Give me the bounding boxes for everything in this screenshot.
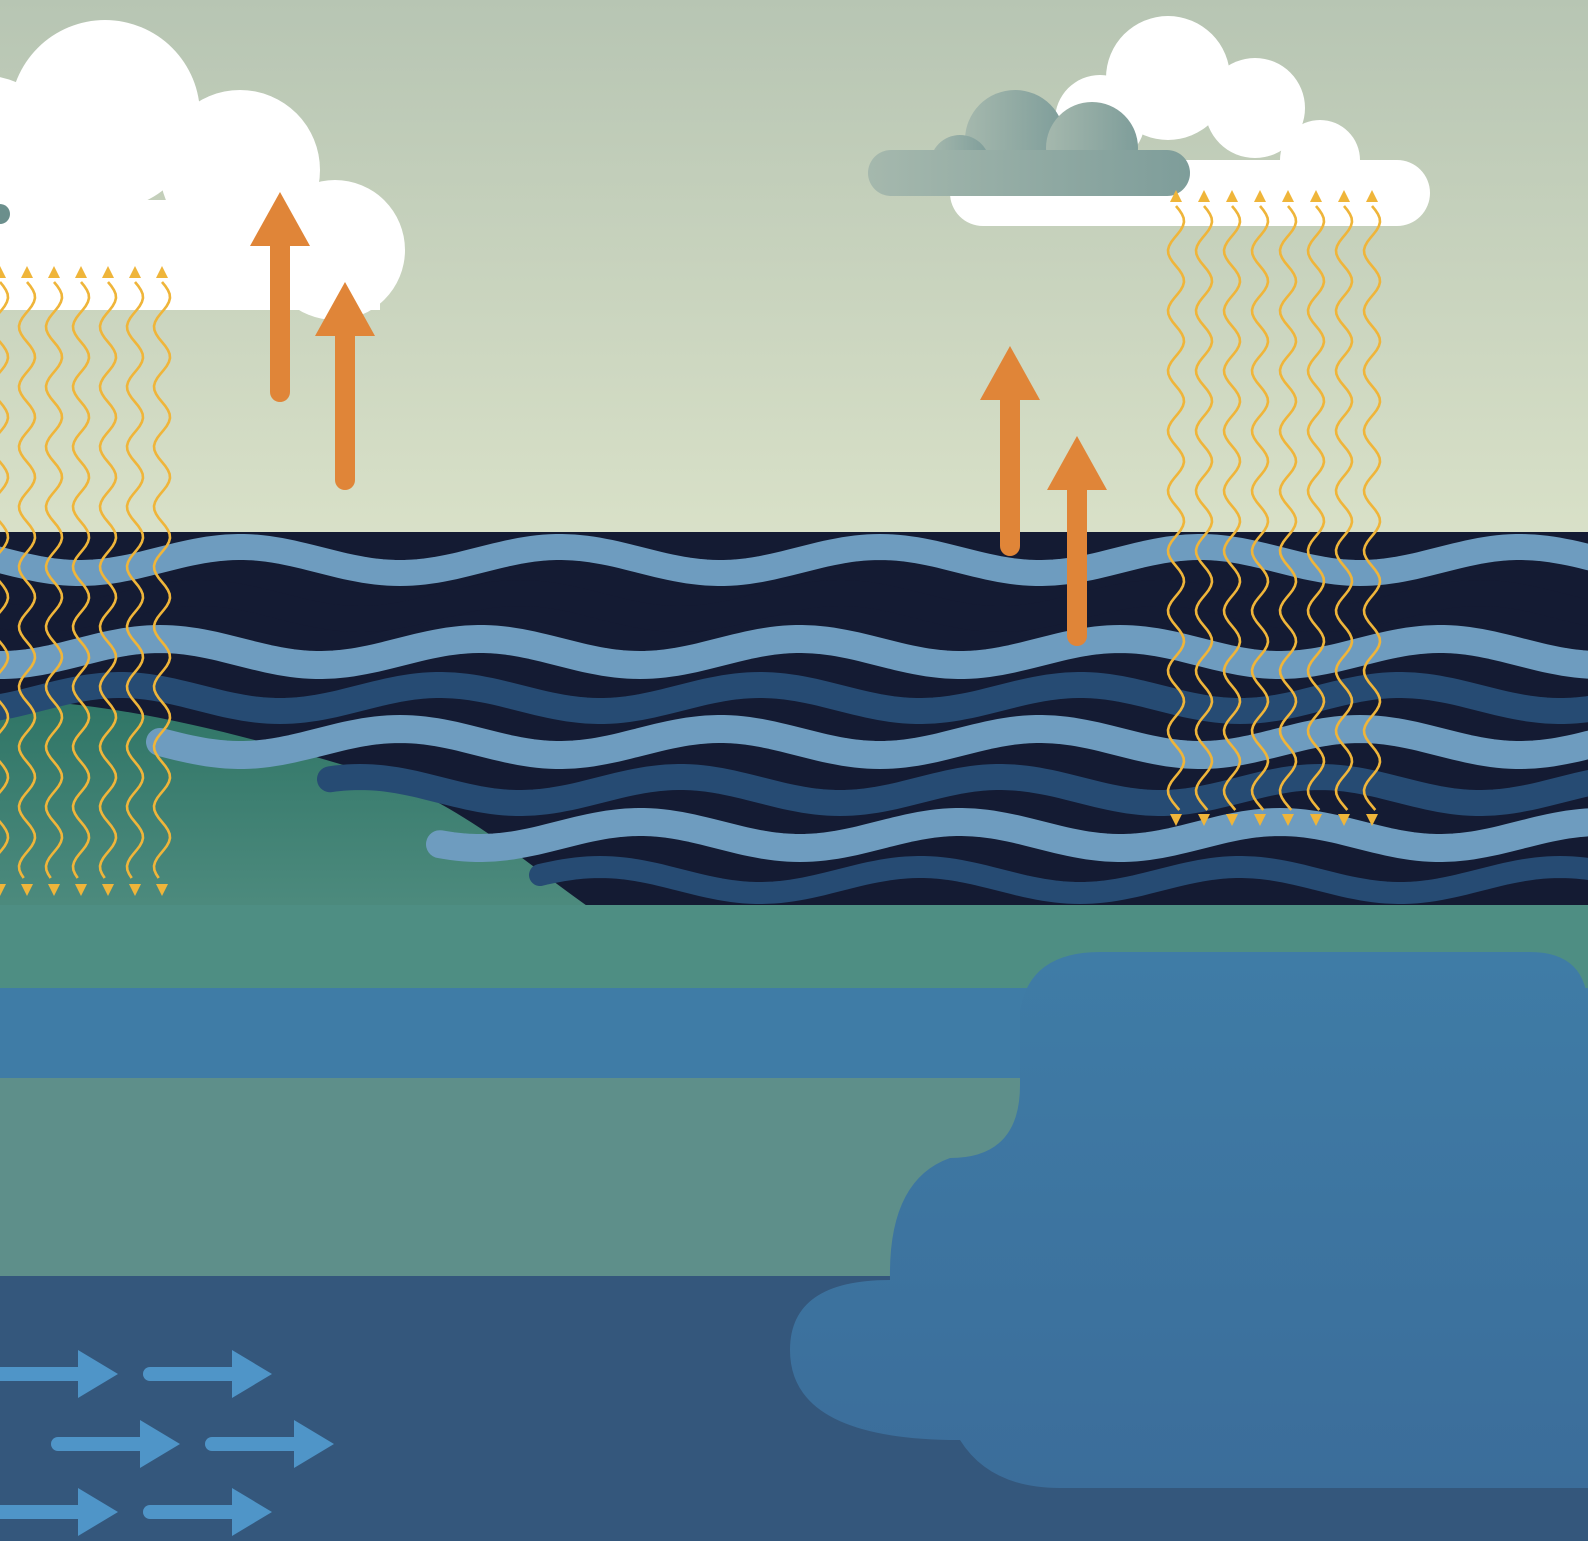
ocean-waves [0,533,1588,905]
radiation-arrow-down [1198,814,1210,826]
radiation-arrow-up [1338,190,1350,202]
radiation-line [125,281,145,879]
wave-band [146,714,1588,770]
radiation-line [1222,205,1242,811]
arrow-right-icon [0,1350,334,1536]
radiation-arrow-down [1226,814,1238,826]
radiation-arrow-down [48,884,60,896]
heat-arrow [250,192,310,402]
heat-arrow [1047,436,1107,646]
radiation-line [71,281,91,879]
current-arrow [143,1488,272,1536]
radiation-arrow-down [75,884,87,896]
radiation-line [1306,205,1326,811]
radiation-arrow-down [0,884,6,896]
radiation-arrow-up [1282,190,1294,202]
radiation-arrow-up [1226,190,1238,202]
radiation-arrow-up [75,266,87,278]
arrow-up-icon [250,192,1107,646]
radiation-arrow-down [156,884,168,896]
wave-band [0,671,1588,725]
heat-arrow [315,282,375,490]
current-arrow [0,1488,118,1536]
radiation-arrow-up [21,266,33,278]
heat-arrow [980,346,1040,556]
radiation-arrow-up [1170,190,1182,202]
radiation-line [152,281,172,879]
wave-band [317,763,1588,817]
current-arrow [0,1350,118,1398]
radiation-arrow-up [1254,190,1266,202]
radiation-arrow-up [102,266,114,278]
wave-band [529,855,1588,905]
radiation-arrow-up [156,266,168,278]
radiation-arrow-up [1198,190,1210,202]
radiation-line [1334,205,1354,811]
deep-water-mass [790,952,1588,1488]
radiation-line [44,281,64,879]
radiation-arrow-down [102,884,114,896]
radiation-line [1194,205,1214,811]
radiation-arrow-up [0,266,6,278]
radiation-line [1250,205,1270,811]
cloud-icon [0,20,405,320]
radiation-arrow-down [1282,814,1294,826]
wave-band [0,579,1588,633]
radiation-line [98,281,118,879]
radiation-arrow-down [129,884,141,896]
current-arrow [143,1350,272,1398]
radiation-arrow-up [48,266,60,278]
wave-band [0,533,1588,587]
radiation-arrow-up [129,266,141,278]
current-arrow [51,1420,180,1468]
radiation-arrow-up [1366,190,1378,202]
current-arrow [205,1420,334,1468]
radiation-line [1362,205,1382,811]
radiation-line [0,281,10,855]
radiation-arrow-down [1338,814,1350,826]
wavy-double-arrow-icon [0,190,1382,896]
radiation-arrow-down [1254,814,1266,826]
radiation-arrow-up [1310,190,1322,202]
radiation-arrow-down [1366,814,1378,826]
radiation-arrow-down [21,884,33,896]
radiation-arrow-down [1310,814,1322,826]
radiation-line [17,281,37,879]
radiation-line [1278,205,1298,811]
radiation-arrow-down [1170,814,1182,826]
radiation-line [1166,205,1186,811]
wave-band [426,807,1588,863]
cloud-icon [868,16,1430,226]
